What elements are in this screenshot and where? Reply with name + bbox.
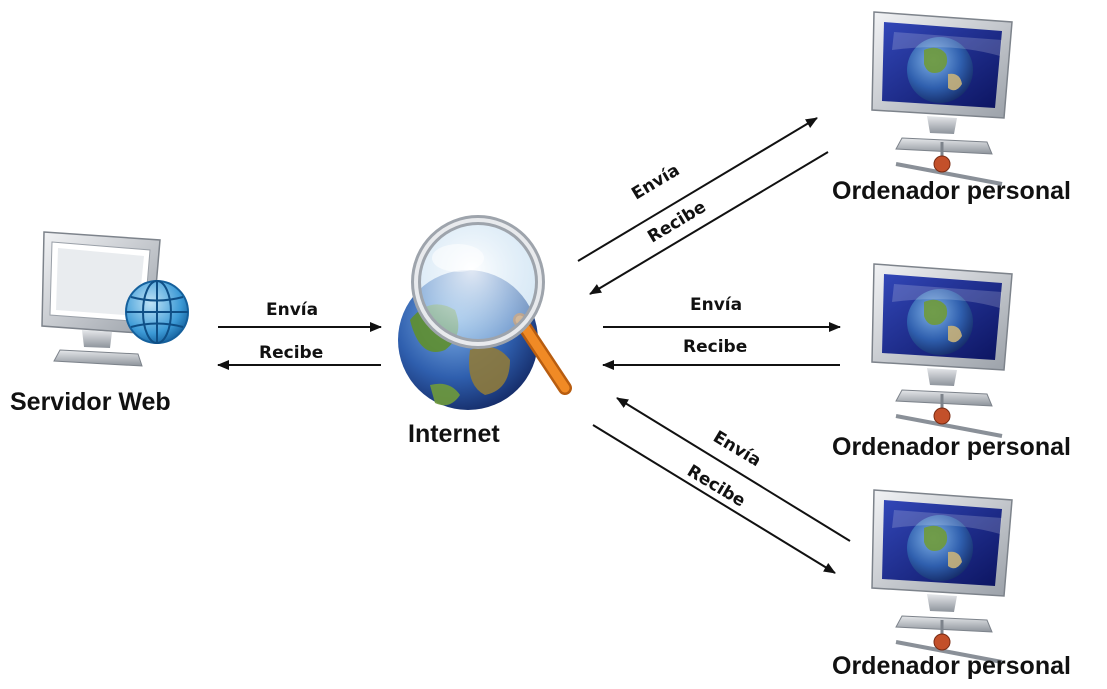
edge-label-pc3-send: Envía — [709, 427, 764, 471]
edge-label-pc2-send: Envía — [690, 295, 742, 315]
globe-icon — [125, 280, 189, 344]
edge-label-server-receive: Recibe — [259, 343, 323, 363]
pc-monitor-icon — [870, 488, 1014, 664]
pc-label-1: Ordenador personal — [832, 177, 1071, 205]
edge-label-pc1-send: Envía — [628, 160, 683, 204]
internet-label: Internet — [408, 420, 500, 448]
edge-label-server-send: Envía — [266, 300, 318, 320]
pc-monitor-icon — [870, 10, 1014, 186]
arrow-pc3-to-internet — [616, 397, 851, 542]
pc-label-3: Ordenador personal — [832, 652, 1071, 680]
arrow-internet-to-pc3 — [592, 424, 836, 574]
magnifier-icon — [411, 215, 572, 395]
pc-label-2: Ordenador personal — [832, 433, 1071, 461]
arrow-pc1-to-internet — [589, 151, 829, 295]
arrow-internet-to-pc1 — [577, 117, 818, 262]
pc-monitor-icon — [870, 262, 1014, 438]
server-label: Servidor Web — [10, 388, 171, 416]
server-monitor-icon — [41, 231, 161, 367]
edge-label-pc2-receive: Recibe — [683, 337, 747, 357]
edge-label-pc1-receive: Recibe — [644, 197, 709, 247]
